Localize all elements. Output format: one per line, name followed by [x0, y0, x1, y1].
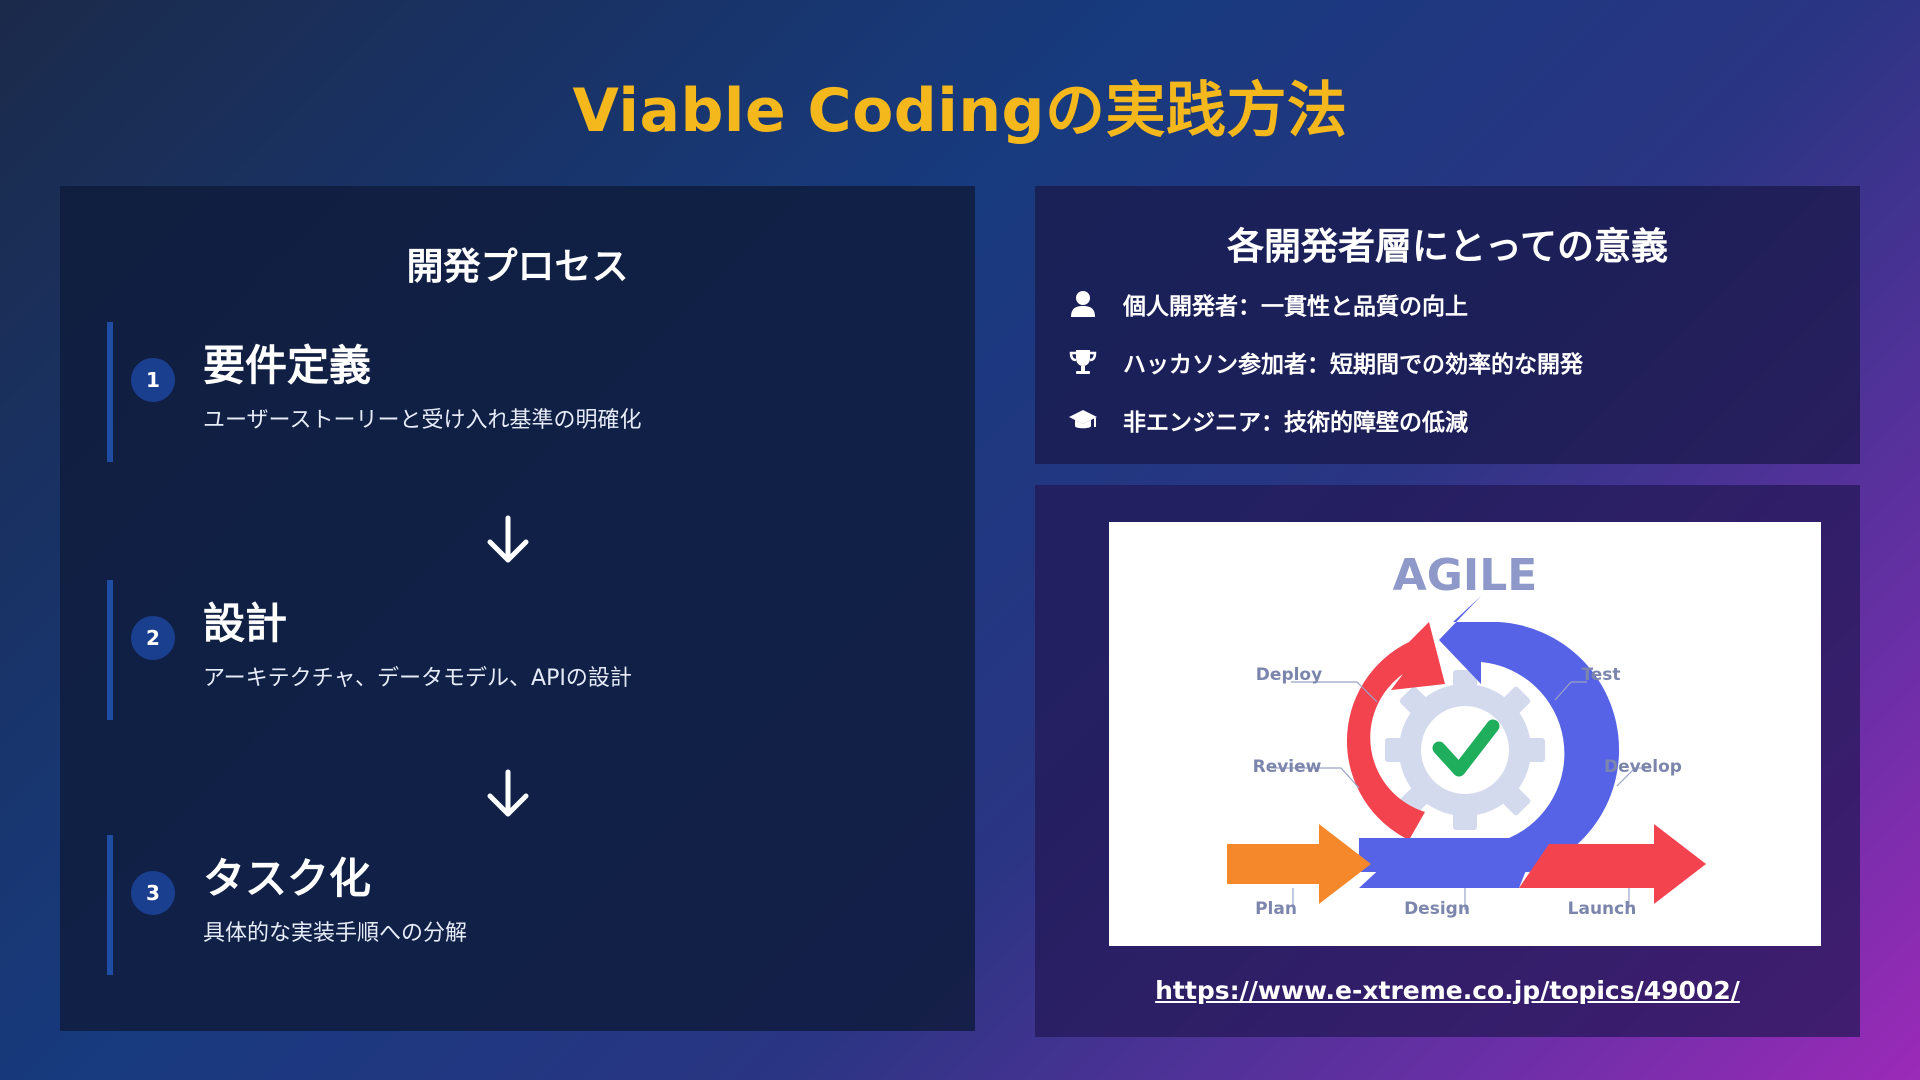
process-step-2: 2 設計 アーキテクチャ、データモデル、APIの設計 [107, 580, 913, 720]
blue-design-band [1359, 838, 1539, 888]
step-number-badge: 2 [131, 616, 175, 660]
arrow-down-icon [487, 769, 529, 817]
graduation-cap-icon [1065, 402, 1101, 438]
meaning-heading: 各開発者層にとっての意義 [1226, 225, 1669, 268]
agile-diagram-image: AGILE [1109, 522, 1821, 946]
agile-cycle-illustration: AGILE [1227, 550, 1706, 919]
agile-title: AGILE [1393, 550, 1538, 601]
orange-plan-arrow [1227, 824, 1371, 904]
user-icon [1065, 286, 1101, 322]
step-title: タスク化 [203, 854, 372, 903]
arrow-down-icon [487, 515, 529, 563]
step-title: 設計 [203, 599, 288, 648]
meaning-item-text: ハッカソン参加者：短期間での効率的な開発 [1123, 352, 1583, 378]
step-number-badge: 1 [131, 358, 175, 402]
process-panel [60, 186, 975, 1031]
step-title: 要件定義 [203, 341, 372, 390]
agile-label-launch: Launch [1568, 899, 1637, 919]
agile-label-review: Review [1253, 757, 1322, 777]
meaning-item-text: 非エンジニア：技術的障壁の低減 [1123, 410, 1468, 436]
meaning-item-individual: 個人開発者：一貫性と品質の向上 [1065, 284, 1468, 324]
step-description: ユーザーストーリーと受け入れ基準の明確化 [203, 408, 642, 433]
agile-label-design: Design [1404, 899, 1470, 919]
agile-label-test: Test [1581, 665, 1620, 685]
process-heading: 開発プロセス [406, 245, 629, 288]
meaning-panel: 各開発者層にとっての意義 個人開発者：一貫性と品質の向上 ハッカソン参加者：短期… [1035, 186, 1860, 464]
step-description: 具体的な実装手順への分解 [203, 921, 468, 946]
step-description: アーキテクチャ、データモデル、APIの設計 [203, 666, 632, 691]
source-link[interactable]: https://www.e-xtreme.co.jp/topics/49002/ [1155, 976, 1740, 1005]
process-step-1: 1 要件定義 ユーザーストーリーと受け入れ基準の明確化 [107, 322, 913, 462]
check-icon [1432, 719, 1500, 777]
agile-label-deploy: Deploy [1256, 665, 1322, 685]
process-step-3: 3 タスク化 具体的な実装手順への分解 [107, 835, 913, 975]
blue-cycle-arrow [1359, 596, 1620, 872]
red-cycle-arrow [1346, 622, 1445, 840]
meaning-item-hackathon: ハッカソン参加者：短期間での効率的な開発 [1065, 342, 1583, 382]
step-number-badge: 3 [131, 871, 175, 915]
trophy-icon [1065, 344, 1101, 380]
meaning-item-non-engineer: 非エンジニア：技術的障壁の低減 [1065, 400, 1468, 440]
agile-label-develop: Develop [1604, 757, 1682, 777]
red-launch-arrow [1519, 824, 1706, 904]
slide-title: Viable Codingの実践方法 [572, 76, 1348, 146]
meaning-item-text: 個人開発者：一貫性と品質の向上 [1123, 294, 1468, 320]
agile-label-plan: Plan [1255, 899, 1297, 919]
